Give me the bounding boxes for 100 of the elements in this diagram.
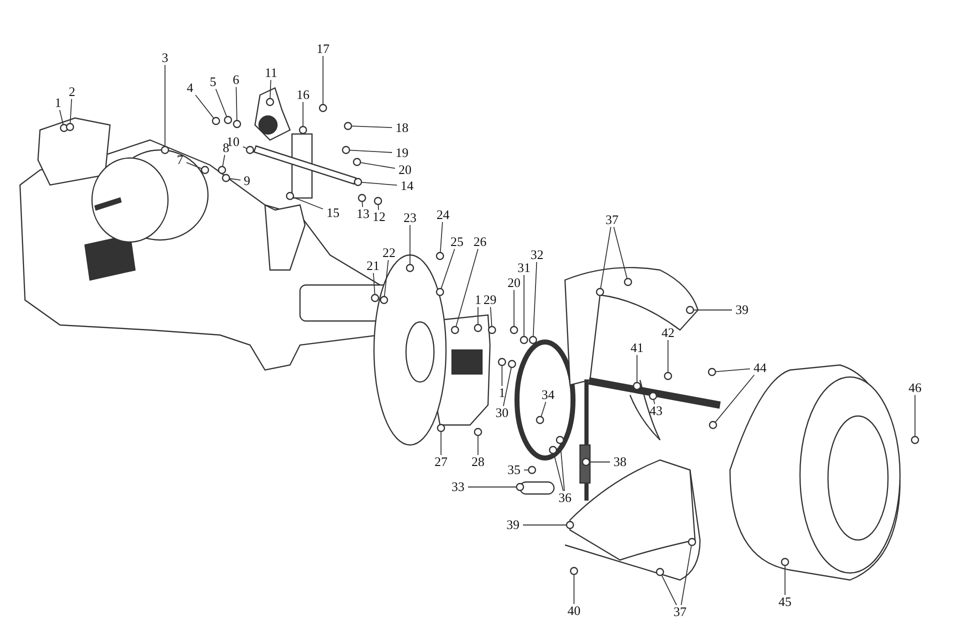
callout-number: 34 (542, 388, 554, 402)
callout-number: 35 (508, 463, 520, 477)
part-symbol (370, 294, 380, 302)
part-symbol (436, 252, 444, 260)
callout-number: 23 (404, 211, 416, 225)
leader-line (195, 94, 214, 119)
leader-line (362, 201, 364, 208)
part-symbol (354, 178, 362, 186)
callout-number: 46 (908, 381, 922, 395)
part-symbol (318, 104, 328, 112)
leader-line (490, 306, 492, 327)
leader-line (613, 226, 628, 280)
leader-line (59, 110, 64, 126)
part-symbol (436, 288, 444, 296)
callout-number: 9 (244, 174, 250, 188)
part-symbol (436, 424, 446, 432)
leader-line (714, 374, 755, 423)
leader-line (215, 88, 228, 118)
leader-line (600, 226, 612, 289)
callout-number: 37 (606, 213, 618, 227)
callout-number: 6 (232, 73, 240, 87)
callout-number: 29 (484, 293, 496, 307)
callout-number: 13 (356, 207, 370, 221)
callout-number: 36 (558, 491, 572, 505)
callout-number: 21 (366, 259, 380, 273)
callout-number: 20 (508, 276, 520, 290)
callout-number: 42 (662, 326, 674, 340)
leader-line (560, 443, 565, 492)
part-symbol (708, 368, 716, 376)
leader-line (502, 366, 512, 406)
leader-line (440, 222, 443, 253)
leader-line (242, 146, 248, 149)
part-symbol (474, 428, 482, 436)
callout-number: 3 (162, 51, 168, 65)
leader-line (522, 524, 567, 526)
leader-line (636, 354, 638, 383)
part-symbol (266, 98, 274, 106)
part-symbol (286, 192, 294, 200)
callout-number: 22 (382, 246, 396, 260)
leader-line (468, 486, 517, 488)
callout-number: 27 (434, 455, 448, 469)
part-symbol (688, 538, 696, 546)
part-symbol (624, 278, 632, 286)
leader-line (372, 272, 376, 295)
callout-number: 1 (54, 96, 62, 110)
callout-number: 24 (436, 208, 450, 222)
leader-line (229, 178, 241, 181)
part-symbol (342, 146, 350, 154)
part-symbol (224, 116, 232, 124)
part-symbol (218, 166, 226, 174)
callout-number: 20 (398, 163, 412, 177)
part-symbol (508, 360, 516, 368)
callout-number: 38 (614, 455, 626, 469)
part-symbol (528, 466, 536, 474)
part-symbol (648, 392, 658, 400)
leader-line (164, 64, 166, 147)
part-symbol (664, 372, 672, 380)
part-symbol (232, 120, 242, 128)
part-symbol (474, 324, 482, 332)
leader-line (361, 182, 398, 186)
callout-number: 39 (736, 303, 748, 317)
part-symbol (488, 326, 496, 334)
callout-number: 1 (474, 293, 482, 307)
callout-number: 26 (474, 235, 486, 249)
part-symbol (510, 326, 518, 334)
callout-number: 41 (630, 341, 644, 355)
leader-line (440, 431, 442, 456)
part-symbol (548, 446, 558, 454)
leader-line (914, 394, 916, 437)
leader-line (351, 126, 392, 128)
callout-number: 16 (296, 88, 310, 102)
leader-line (715, 368, 750, 372)
leader-line (270, 80, 272, 99)
part-symbol (910, 436, 920, 444)
callout-number: 39 (506, 518, 520, 532)
part-symbol (582, 458, 590, 466)
part-symbol (160, 146, 170, 154)
part-symbol (632, 382, 642, 390)
part-symbol (528, 336, 538, 344)
part-symbol (358, 194, 366, 202)
callout-number: 7 (176, 153, 184, 167)
callout-number: 12 (372, 210, 386, 224)
part-symbol (566, 520, 574, 530)
part-symbol (222, 174, 230, 182)
part-symbol (498, 358, 506, 366)
callout-number: 32 (530, 248, 544, 262)
callout-number: 43 (650, 404, 662, 418)
part-symbol (708, 420, 718, 430)
callout-number: 5 (210, 75, 216, 89)
callout-number: 44 (754, 361, 766, 375)
callout-number: 28 (472, 455, 484, 469)
part-symbol (380, 296, 388, 304)
callout-number: 25 (450, 235, 464, 249)
callout-number: 45 (778, 595, 792, 609)
part-symbol (656, 568, 664, 576)
callout-number: 8 (222, 141, 230, 155)
leader-line (532, 262, 538, 337)
callout-number: 11 (264, 66, 278, 80)
part-symbol (570, 566, 578, 576)
part-symbol (596, 288, 604, 296)
